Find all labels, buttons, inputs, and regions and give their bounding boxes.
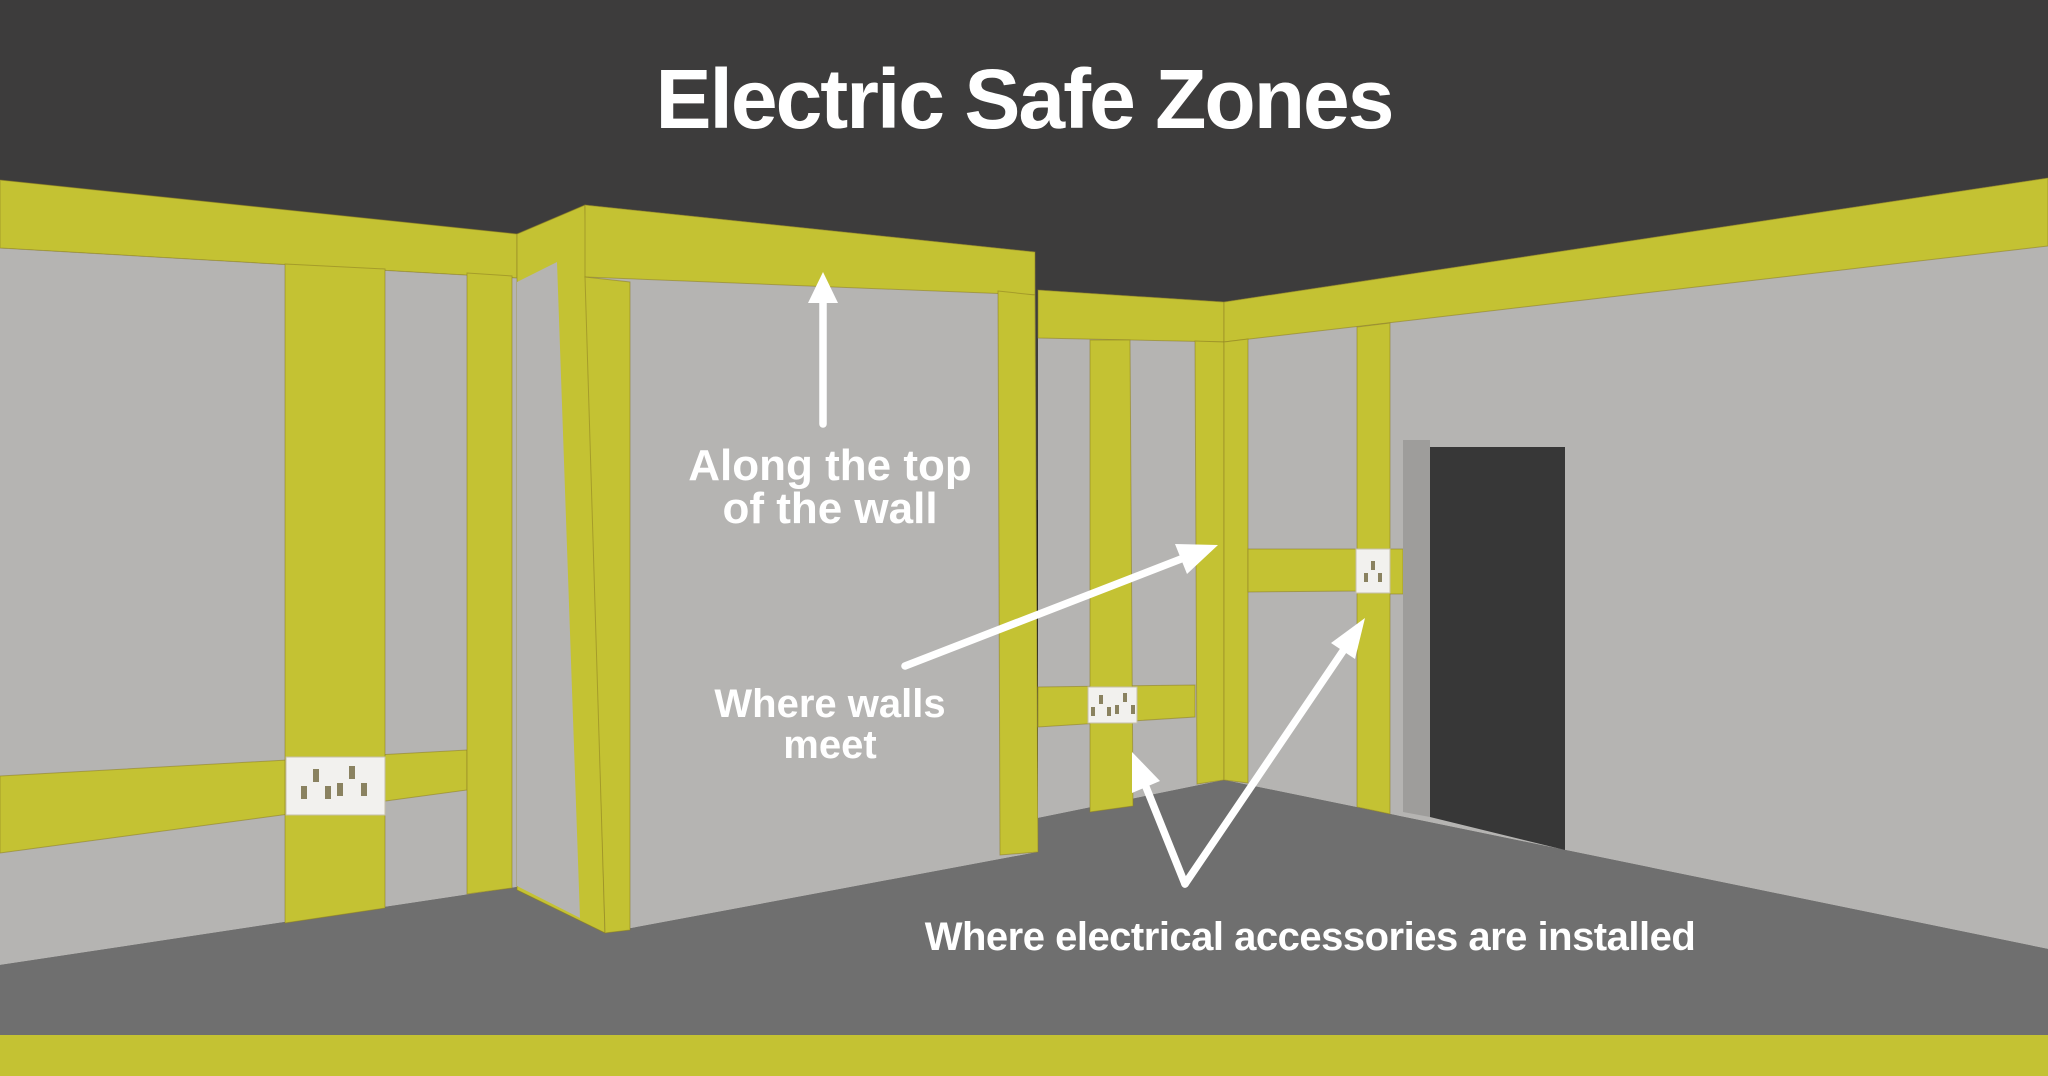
label-walls-meet: Where walls meet — [714, 682, 945, 767]
safe-zone-corner-recessed-side — [1194, 340, 1225, 785]
safe-zone-horizontal-right-wall — [1247, 548, 1358, 593]
socket-plate-recessed-wall — [1087, 686, 1138, 724]
bottom-accent-strip — [0, 1035, 2048, 1076]
safe-zone-top-right-wall — [1223, 177, 2048, 343]
label-top-of-wall-line2: of the wall — [722, 484, 937, 533]
partition-front-wall — [584, 204, 1039, 934]
left-wall — [0, 179, 518, 965]
partition-front-surface — [585, 205, 1038, 933]
double-socket-icon — [301, 766, 367, 799]
label-walls-meet-line1: Where walls — [714, 682, 945, 726]
safe-zone-corner-right-side — [1223, 338, 1249, 784]
right-wall — [1223, 177, 2048, 949]
annotation-arrows — [808, 272, 1365, 888]
safe-zone-vertical-recessed-wall — [1089, 339, 1134, 813]
safe-zone-vertical-partition-right — [997, 290, 1039, 856]
doorway — [1430, 447, 1565, 850]
socket-plate-left-wall — [285, 756, 386, 816]
arrow-walls-meet — [901, 544, 1218, 670]
floor — [0, 780, 2048, 1076]
safe-zone-vertical-left-wall-1 — [284, 263, 386, 924]
double-socket-icon — [1091, 693, 1135, 716]
label-walls-meet-line2: meet — [783, 723, 876, 767]
single-switch-icon — [1364, 561, 1382, 582]
arrow-accessories-left — [1132, 752, 1189, 888]
safe-zone-horizontal-right-wall-stub — [1389, 548, 1404, 595]
switch-plate-by-door — [1355, 548, 1391, 594]
page-title: Electric Safe Zones — [656, 52, 1393, 146]
door-frame — [1403, 440, 1430, 817]
safe-zone-vertical-left-wall-2 — [466, 272, 513, 895]
label-top-of-wall: Along the top of the wall — [688, 441, 972, 533]
partition-side-surface — [517, 262, 580, 918]
label-top-of-wall-line1: Along the top — [688, 441, 972, 490]
arrow-accessories-right — [1181, 618, 1365, 888]
left-wall-surface — [0, 248, 517, 965]
safe-zone-vertical-partition-left — [584, 276, 631, 934]
label-accessories: Where electrical accessories are install… — [925, 915, 1696, 959]
arrow-top-of-wall — [808, 272, 838, 428]
